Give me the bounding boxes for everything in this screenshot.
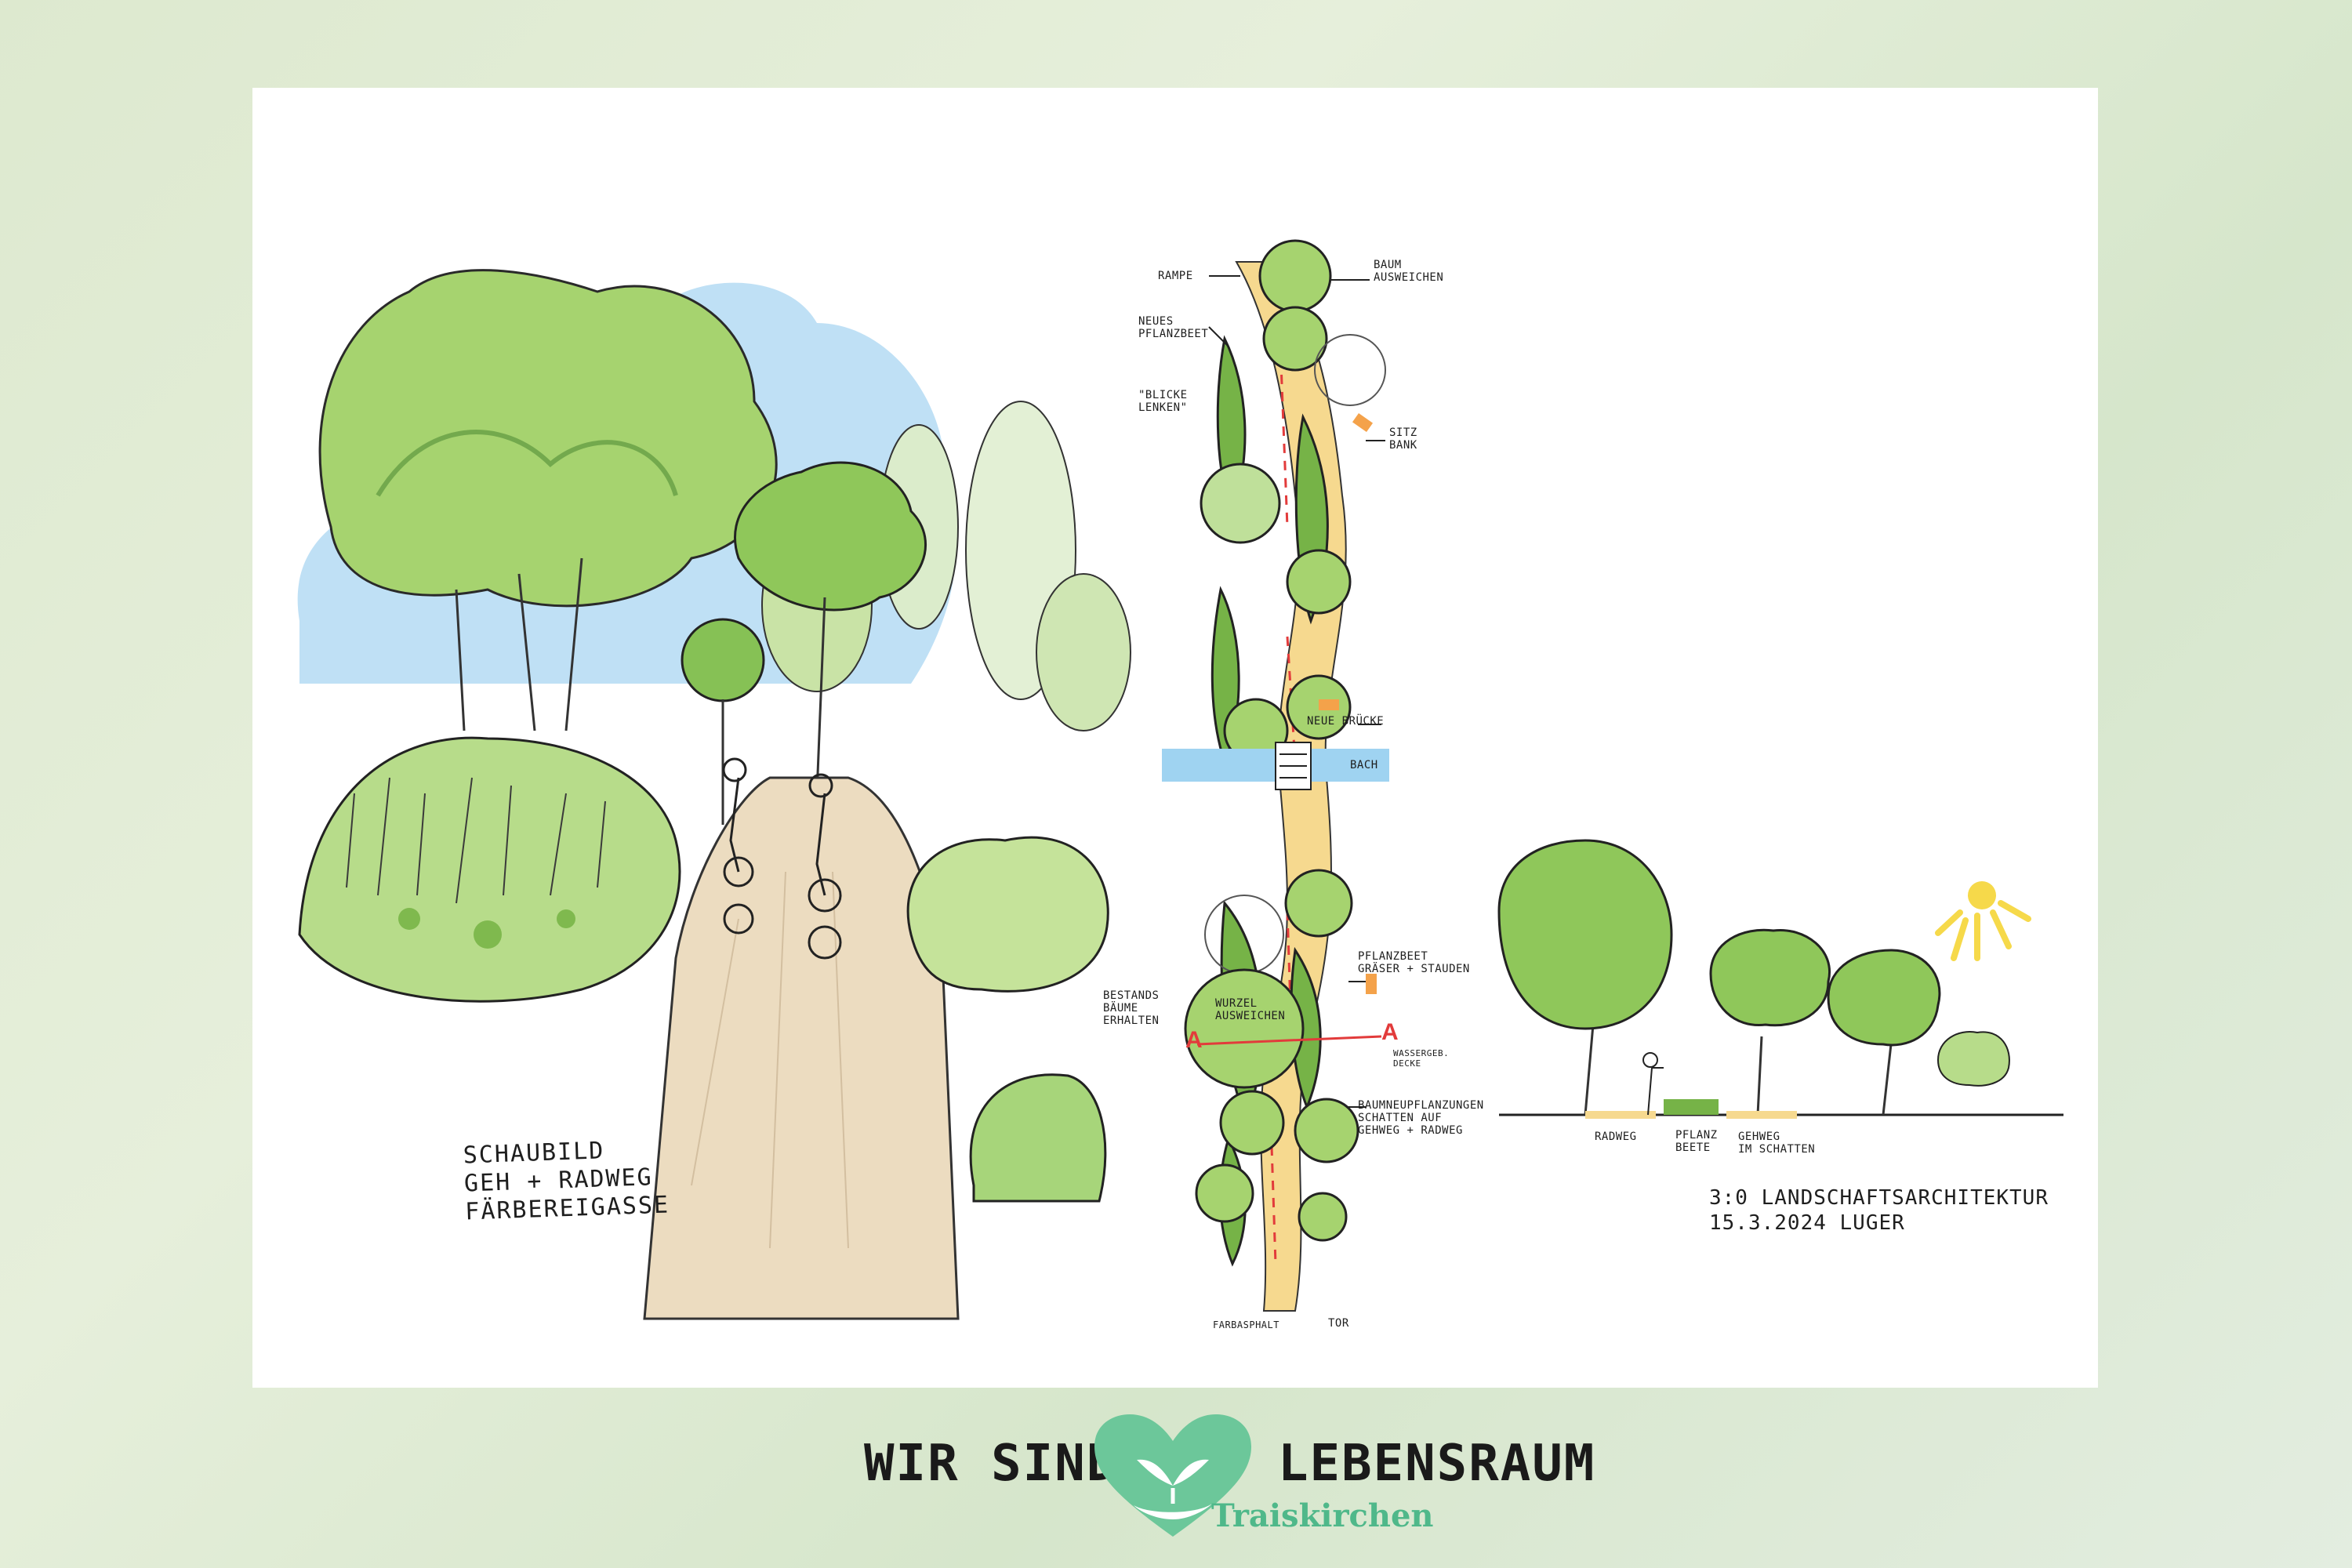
- landscape-sketch: [297, 239, 2063, 1320]
- perspective-drawing: [297, 269, 1131, 1320]
- section-mark-left: A: [1185, 1027, 1203, 1053]
- label-bestandsbaeume: BESTANDS BÄUME ERHALTEN: [1103, 989, 1160, 1027]
- section-mark-right: A: [1381, 1019, 1399, 1045]
- logo-text-right: LEBENSRAUM: [1278, 1435, 1596, 1493]
- perspective-title: SCHAUBILD GEH + RADWEG FÄRBEREIGASSE: [463, 1137, 670, 1226]
- label-sitzbank: SITZ BANK: [1389, 426, 1417, 452]
- label-wassergeb-decke: WASSERGEB. DECKE: [1393, 1048, 1450, 1069]
- label-rampe: RAMPE: [1158, 270, 1193, 282]
- label-neue-bruecke: NEUE BRÜCKE: [1307, 715, 1385, 728]
- label-radweg: RADWEG: [1595, 1131, 1637, 1143]
- wir-sind-lebensraum-logo: WIR SIND LEBENSRAUM Traiskirchen: [855, 1411, 1594, 1544]
- label-bach: BACH: [1350, 759, 1378, 771]
- site-plan: [1162, 239, 1389, 1312]
- label-tor: TOR: [1328, 1317, 1349, 1330]
- sketch-sheet: SCHAUBILD GEH + RADWEG FÄRBEREIGASSE RAM…: [252, 88, 2098, 1388]
- label-pflanzbeete: PFLANZ BEETE: [1675, 1129, 1718, 1154]
- label-blicke-lenken: "BLICKE LENKEN": [1138, 389, 1188, 414]
- label-gehweg-im-schatten: GEHWEG IM SCHATTEN: [1738, 1131, 1816, 1156]
- label-neues-pflanzbeet: NEUES PFLANZBEET: [1138, 315, 1209, 340]
- label-farbasphalt: FARBASPHALT: [1213, 1319, 1279, 1330]
- label-baum-ausweichen: BAUM AUSWEICHEN: [1374, 259, 1444, 284]
- logo-text-left: WIR SIND: [864, 1435, 1119, 1493]
- label-wurzel-ausweichen: WURZEL AUSWEICHEN: [1215, 997, 1286, 1022]
- heart-hand-icon: [1094, 1414, 1251, 1537]
- logo-subtitle: Traiskirchen: [1211, 1497, 1434, 1534]
- signature: 3:0 LANDSCHAFTSARCHITEKTUR 15.3.2024 LUG…: [1709, 1186, 2049, 1235]
- section-drawing: [1497, 839, 2063, 1119]
- label-pflanzbeet-graeser: PFLANZBEET GRÄSER + STAUDEN: [1358, 950, 1470, 975]
- label-baumneupflanzungen: BAUMNEUPFLANZUNGEN SCHATTEN AUF GEHWEG +…: [1358, 1099, 1484, 1137]
